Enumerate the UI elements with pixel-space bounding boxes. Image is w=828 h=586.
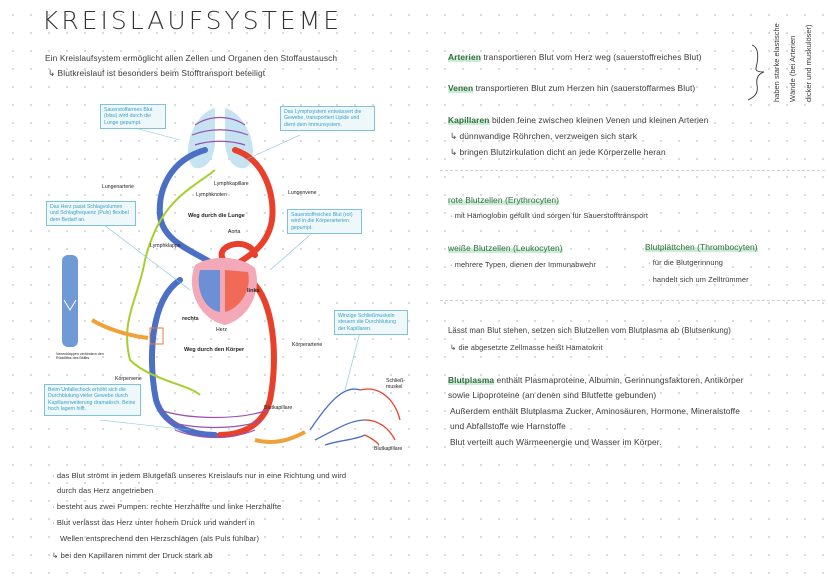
bullet-line: · das Blut strömt in jedem Blutgefäß uns… [52,471,347,480]
text-line: · handelt sich um Zelltrümmer [648,275,749,284]
text-line: ↳ dünnwandige Röhrchen, verzweigen sich … [450,131,638,141]
plaettchen-heading: Blutplättchen (Thrombocyten) [645,242,758,252]
label: Weg durch die Lunge [188,213,245,219]
text-line: und Abfallstoffe wie Harnstoffe [450,421,566,431]
rote-heading: rote Blutzellen (Erythrocyten) [448,195,559,205]
kapillaren-line: Kapillaren bilden feine zwischen kleinen… [448,115,708,125]
callout-deoxygenated: Sauerstoffarmes Blut (blau) wird durch d… [100,104,166,130]
text-line: sowie Lipoproteine (an denen sind Blutfe… [448,390,657,400]
arrow-icon [90,318,149,340]
label: Blutkapillare [264,405,293,411]
pulmonary-artery [156,147,213,265]
side-note: haben starke elastische Wände (bei Arter… [770,4,828,104]
highlight-box [149,327,164,345]
label: Aorta [228,229,241,235]
term: Blutplasma [448,375,495,385]
term: Arterien [448,52,481,62]
arrow-icon [254,430,306,444]
label: links [247,288,260,294]
body-artery [217,277,277,438]
text: transportieren Blut vom Herz weg (sauers… [483,52,702,62]
callout-sphincter: Winzige Schließmuskeln steuern die Durch… [334,310,408,336]
text-line: · mehrere Typen, dienen der Immunabwehr [450,260,596,269]
bullet-line: ↳ bei den Kapillaren nimmt der Druck sta… [52,551,213,560]
callout-shock: Beim Unfallschock erhöht sich die Durchb… [44,384,141,416]
side-note-line: haben starke elastische [772,23,781,102]
aorta [218,240,258,265]
bullet-line: Wellen entsprechend den Herzschlägen (al… [60,534,260,543]
text-line: · für die Blutgerinnung [648,258,724,267]
text-line: Blut verteilt auch Wärmeenergie und Wass… [450,437,662,447]
vein-detail-icon [62,255,78,347]
callout-oxygenated: Sauerstoffreiches Blut (rot) wird in die… [287,209,362,235]
label: Venenklappen verhindern den Rückfluss de… [56,352,104,360]
label: Körpervene [115,376,142,382]
heart-icon [191,257,257,325]
side-note-line: dicker und muskulöser) [804,24,813,102]
divider [440,300,825,301]
plasma-line: Blutplasma enthält Plasmaproteine, Album… [448,375,744,385]
label: Herz [216,327,227,333]
label: Weg durch den Körper [184,347,245,353]
intro-line: ↳ Blutkreislauf ist besonders beim Stoff… [48,68,266,78]
text-line: ↳ die abgesetzte Zellmasse heißt Hämatok… [450,343,603,352]
bullet-line: · Blut verlässt das Herz unter hohem Dru… [52,518,255,527]
label: Lymphknoten [196,192,227,198]
page-title: KREISLAUFSYSTEME [42,6,343,35]
divider [440,170,825,171]
label: Lymphkapillare [214,181,249,187]
label: Lungenarterie [102,184,135,190]
text: enthält Plasmaproteine, Albumin, Gerinnu… [496,375,744,385]
intro-line: Ein Kreislaufsystem ermöglicht allen Zel… [45,53,338,63]
callout-heart: Das Herz passt Schlagvolumen und Schlagf… [46,201,136,227]
side-note-line: Wände (bei Arterien [788,35,797,102]
text: transportieren Blut zum Herzen hin (saue… [475,83,696,93]
text-line: Lässt man Blut stehen, setzen sich Blutz… [448,326,731,335]
term: Venen [448,83,474,93]
text-line: · mit Hämoglobin gefüllt und sorgen für … [450,211,649,220]
bullet-line: durch das Herz angetrieben [57,486,154,495]
text-line: ↳ bringen Blutzirkulation dicht an jede … [450,147,666,157]
body-vein [149,277,218,438]
label: Lymphklappe [150,243,181,249]
body-capillaries [159,409,269,439]
term: Kapillaren [448,115,490,125]
callout-lymph: Das Lymphsystem entwässert die Gewebe, t… [280,106,375,132]
label: Lungenvene [288,190,317,196]
label: Schließ-muskel [386,378,406,390]
lymph-vessel [126,169,216,396]
venen-line: Venen transportieren Blut zum Herzen hin… [448,83,695,93]
arterien-line: Arterien transportieren Blut vom Herz we… [448,52,702,62]
label: rechts [182,316,199,322]
text-line: Außerdem enthält Blutplasma Zucker, Amin… [450,406,740,416]
label: Körperarterie [292,342,323,348]
weisse-heading: weiße Blutzellen (Leukocyten) [448,243,563,253]
lung-capillaries [191,116,249,146]
bullet-line: · besteht aus zwei Pumpen: rechte Herzhä… [52,502,282,511]
text: bilden feine zwischen kleinen Venen und … [491,115,709,125]
label: Blutkapillare [374,446,403,452]
capillary-detail-icon [309,388,401,446]
